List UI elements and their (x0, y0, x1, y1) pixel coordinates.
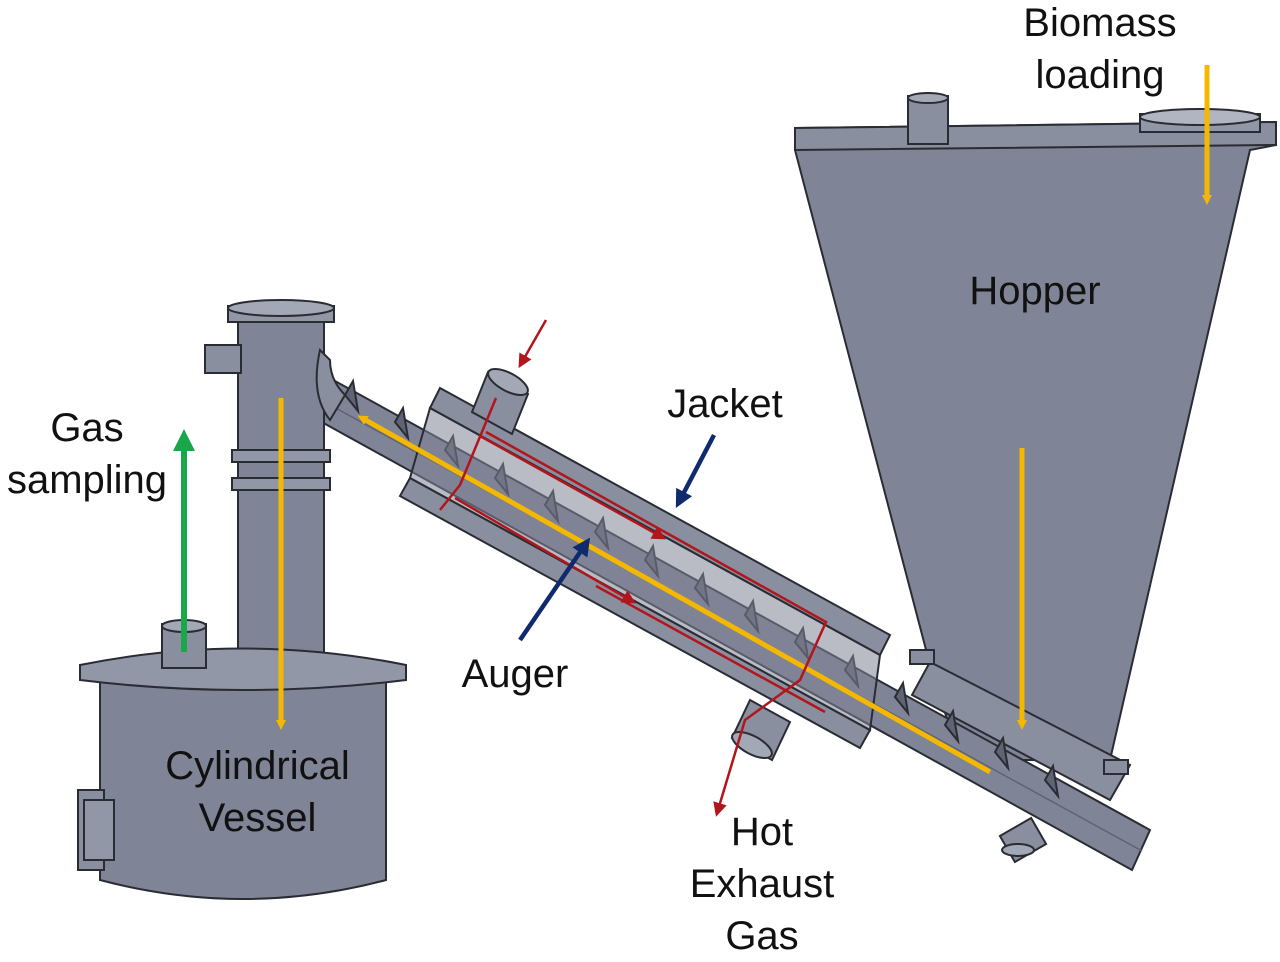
auger-text: Auger (461, 652, 569, 696)
biomass-loading-line2: loading (1035, 53, 1165, 97)
hot-exhaust-gas-line2: Exhaust (689, 862, 835, 906)
exhaust-flow-path (439, 319, 828, 817)
jacket-label: Jacket (645, 378, 805, 430)
jacket-pointer (675, 433, 716, 508)
cylindrical-vessel-line1: Cylindrical (165, 744, 350, 788)
vertical-pipe (204, 299, 347, 679)
hopper-label: Hopper (950, 265, 1120, 317)
hopper-text: Hopper (969, 269, 1101, 313)
biomass-loading-line1: Biomass (1023, 1, 1177, 45)
hot-exhaust-gas-line1: Hot (730, 810, 794, 854)
auger-pointer (518, 537, 591, 642)
jacket (398, 367, 892, 762)
hopper (794, 92, 1277, 802)
gas-sampling-line1: Gas (50, 406, 124, 450)
cylindrical-vessel (77, 619, 407, 900)
auger-label: Auger (440, 648, 590, 700)
jacket-text: Jacket (667, 382, 783, 426)
cylindrical-vessel-label: Cylindrical Vessel (140, 740, 375, 844)
gas-sampling-line2: sampling (6, 458, 168, 502)
gas-sampling-label: Gas sampling (0, 402, 182, 506)
biomass-loading-label: Biomass loading (1005, 0, 1195, 101)
cylindrical-vessel-line2: Vessel (198, 796, 317, 840)
hot-exhaust-gas-line3: Gas (725, 914, 799, 958)
hot-exhaust-gas-label: Hot Exhaust Gas (672, 806, 852, 962)
auger-flow-arrow (357, 415, 992, 775)
